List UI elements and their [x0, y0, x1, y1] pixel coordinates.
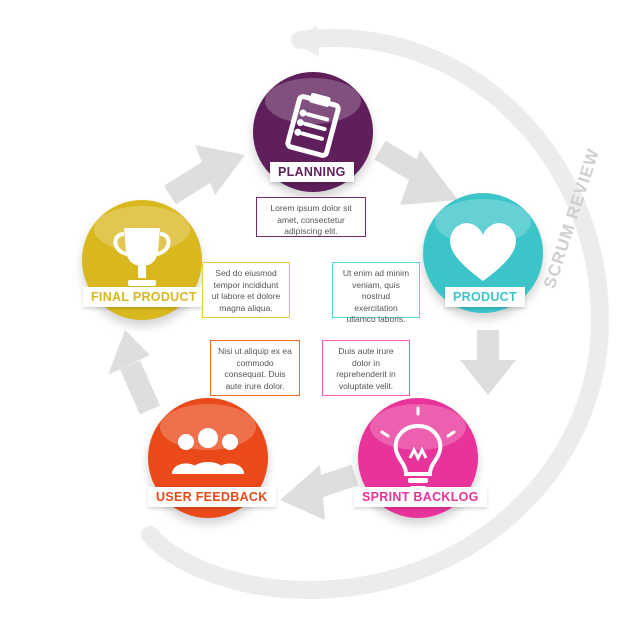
sprint-backlog-description: Duis aute irure dolor in reprehenderit i…: [322, 340, 410, 396]
arrow-planning-product-head: [400, 150, 458, 205]
arrow-final-planning-head: [195, 145, 245, 195]
review-arc: [141, 29, 610, 600]
user-feedback-description: Nisi ut aliquip ex ea commodo consequat.…: [210, 340, 300, 396]
arrow-feedback-final: [119, 360, 161, 415]
review-arrowhead: [294, 25, 320, 57]
product-description: Ut enim ad minim veniam, quis nostrud ex…: [332, 262, 420, 324]
user-feedback-title: USER FEEDBACK: [148, 487, 276, 507]
arrow-feedback-final-head: [108, 330, 150, 375]
arrow-product-sprint-head: [460, 360, 516, 395]
final-product-description: Sed do eiusmod tempor incididunt ut labo…: [202, 262, 290, 318]
final-product-title: FINAL PRODUCT: [83, 287, 205, 307]
product-title: PRODUCT: [445, 287, 525, 307]
planning-description: Lorem ipsum dolor sit amet, consectetur …: [256, 197, 366, 237]
arrow-sprint-feedback-head: [280, 465, 325, 520]
sprint-backlog-title: SPRINT BACKLOG: [354, 487, 487, 507]
planning-title: PLANNING: [270, 162, 354, 182]
product-node: [423, 193, 543, 313]
arrow-final-planning: [164, 160, 216, 205]
